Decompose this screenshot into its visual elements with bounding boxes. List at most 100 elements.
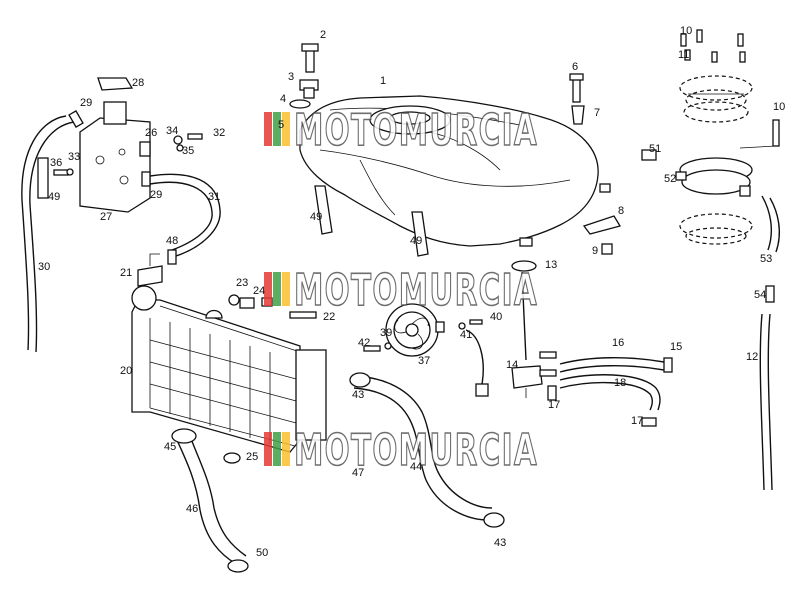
callout-20: 20 [120, 365, 132, 377]
watermark-stripe [273, 432, 281, 466]
pump-fitting [641, 149, 657, 161]
callout-47: 47 [352, 467, 364, 479]
callout-48: 48 [166, 235, 178, 247]
callout-46: 46 [186, 503, 198, 515]
callout-21: 21 [120, 267, 132, 279]
callout-31: 31 [208, 191, 220, 203]
callout-3: 3 [288, 71, 294, 83]
expansion-tank-strap [37, 157, 49, 199]
callout-43: 43 [352, 389, 364, 401]
watermark-logo: MOTOMURCIA [264, 424, 537, 477]
tank-mount-screw [569, 73, 585, 125]
callout-8: 8 [618, 205, 624, 217]
callout-24: 24 [253, 285, 265, 297]
fan-bolt-42 [363, 345, 381, 352]
callout-10: 10 [773, 101, 785, 113]
callout-10: 10 [680, 25, 692, 37]
callout-25: 25 [246, 451, 258, 463]
callout-45: 45 [164, 441, 176, 453]
callout-18: 18 [614, 377, 626, 389]
upper-radiator-hose [353, 387, 489, 521]
fuel-pump-flange [675, 29, 780, 245]
expansion-hose [149, 173, 221, 257]
fan-washer-39 [384, 342, 392, 350]
callout-50: 50 [256, 547, 268, 559]
callout-16: 16 [612, 337, 624, 349]
callout-53: 53 [760, 253, 772, 265]
overflow-hose [21, 115, 67, 351]
callout-27: 27 [100, 211, 112, 223]
watermark-stripe [273, 112, 281, 146]
callout-15: 15 [670, 341, 682, 353]
callout-13: 13 [545, 259, 557, 271]
watermark-layer: MOTOMURCIA MOTOMURCIA MOTOMURCIA [264, 104, 538, 477]
hose-clamp-43a [349, 372, 371, 388]
callout-42: 42 [358, 337, 370, 349]
callout-32: 32 [213, 127, 225, 139]
fuel-hose-18 [559, 374, 661, 411]
callout-30: 30 [38, 261, 50, 273]
watermark-text: MOTOMURCIA [294, 265, 538, 316]
callout-49: 49 [310, 211, 322, 223]
hose-clip-48 [167, 249, 177, 265]
callout-54: 54 [754, 289, 766, 301]
watermark-stripe [282, 112, 290, 146]
callout-labels: 1234567891010111213141516171718202122232… [38, 25, 785, 559]
callout-12: 12 [746, 351, 758, 363]
hose-clip-17b [641, 417, 657, 427]
callout-51: 51 [649, 143, 661, 155]
hose-clip-15 [663, 357, 673, 373]
callout-29: 29 [80, 97, 92, 109]
callout-1: 1 [380, 75, 386, 87]
watermark-stripe [282, 432, 290, 466]
fuel-tap [511, 260, 557, 398]
callout-49: 49 [48, 191, 60, 203]
callout-5: 5 [278, 119, 284, 131]
watermark-stripe [264, 112, 272, 146]
tank-rubber-pad [582, 215, 622, 235]
watermark-logo: MOTOMURCIA [264, 104, 538, 157]
vent-tube [759, 313, 765, 491]
callout-2: 2 [320, 29, 326, 41]
pump-hose [761, 195, 772, 251]
lower-radiator-hose [175, 437, 237, 565]
callout-29: 29 [150, 189, 162, 201]
tank-cap-hardware [289, 43, 319, 109]
callout-17: 17 [631, 415, 643, 427]
hose-clamp-45 [171, 428, 197, 444]
watermark-stripe [282, 272, 290, 306]
watermark-text: MOTOMURCIA [294, 105, 538, 156]
fuel-tank [299, 95, 611, 247]
fan-washer-41 [458, 322, 466, 330]
fuel-hose-16 [559, 357, 665, 365]
radiator-hardware [223, 294, 317, 464]
watermark-stripe [264, 272, 272, 306]
expansion-tank [79, 77, 151, 213]
cooling-fan [385, 303, 445, 357]
hose-clamp-43b [483, 512, 505, 528]
callout-33: 33 [68, 151, 80, 163]
watermark-stripe [273, 272, 281, 306]
callout-44: 44 [410, 461, 422, 473]
hose-clip-29a [68, 110, 84, 128]
callout-14: 14 [506, 359, 518, 371]
callout-23: 23 [236, 277, 248, 289]
callout-9: 9 [592, 245, 598, 257]
callout-11: 11 [678, 49, 689, 61]
watermark-stripe [264, 432, 272, 466]
callout-4: 4 [280, 93, 286, 105]
callout-17: 17 [548, 399, 560, 411]
tank-clip [601, 243, 613, 255]
callout-36: 36 [50, 157, 62, 169]
callout-43: 43 [494, 537, 506, 549]
callout-28: 28 [132, 77, 144, 89]
tank-bracket-right [411, 211, 429, 257]
fan-wire [465, 329, 484, 385]
callout-35: 35 [182, 145, 194, 157]
hose-connector [765, 285, 775, 303]
callout-37: 37 [418, 355, 430, 367]
tank-bracket-left [314, 185, 333, 235]
callout-22: 22 [323, 311, 335, 323]
hose-clamp-50 [227, 559, 249, 573]
